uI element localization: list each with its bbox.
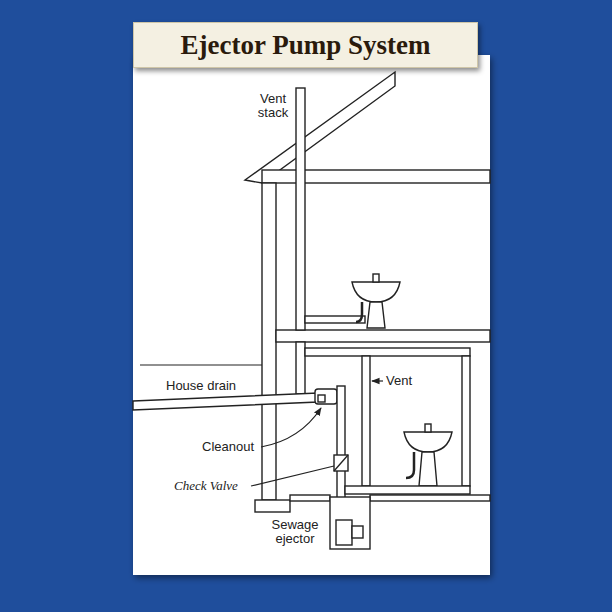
pump-motor [352,526,363,538]
house-drain-pipe [133,393,318,410]
vent-stack-label: Vent stack [252,92,294,120]
ground-line [140,364,262,365]
leader-line [372,380,383,381]
trap [356,302,362,322]
trap [406,452,414,478]
wye-fitting [315,389,337,404]
faucet [373,274,379,282]
vent-stack-pipe [296,88,305,330]
faucet [425,424,431,432]
pump-body [336,520,352,545]
card [133,55,490,575]
sewage-ejector-label: Sewage ejector [266,518,324,546]
cleanout-label: Cleanout [202,440,254,454]
upper-sink [352,282,400,302]
check-valve [334,455,348,471]
check-valve-flap [334,455,348,471]
leader-line [251,466,334,486]
basement-floor [290,495,330,501]
exterior-wall [262,183,276,500]
pedestal [419,452,437,486]
vent-label: Vent [386,374,412,388]
basement-floor [370,495,490,501]
fixture-drain-pipe [345,486,470,494]
basement-vent-pipe [305,348,470,356]
stack-pipe [296,342,305,394]
first-floor [276,330,490,342]
title-banner: Ejector Pump System [133,22,478,68]
check-valve-label: Check Valve [174,479,238,493]
cleanout-plug [318,395,325,402]
house-drain-label: House drain [166,379,236,393]
vent-pipe [462,356,470,486]
pedestal [367,302,385,328]
footing [255,500,290,512]
lower-sink [404,432,452,452]
roof [245,72,395,183]
sump-pit [330,497,370,549]
vent-pipe [362,356,370,486]
title: Ejector Pump System [181,30,431,61]
leader-line [261,408,321,447]
